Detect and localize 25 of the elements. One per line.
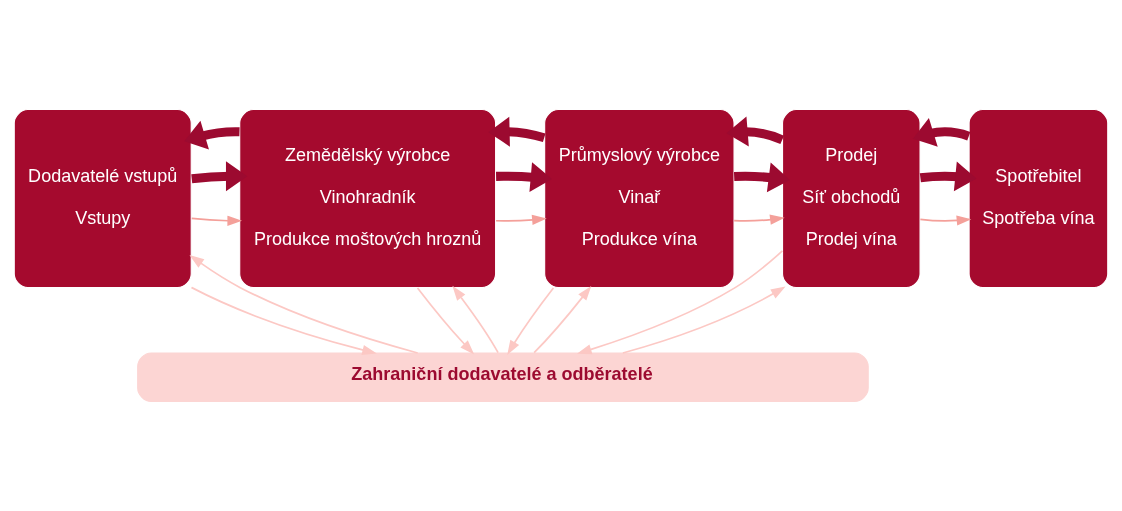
arrow [507, 287, 555, 355]
arrow [919, 161, 977, 192]
arrow [622, 286, 786, 354]
arrow [191, 161, 248, 192]
arrow [733, 214, 785, 225]
arrow [533, 285, 592, 354]
arrow [452, 285, 499, 354]
node-box: Spotřebitel Spotřeba vína [968, 108, 1109, 289]
arrow [496, 162, 553, 193]
arrow [416, 287, 475, 355]
arrow [919, 215, 972, 226]
node-box: Průmyslový výrobce Vinař Produkce vína [544, 108, 735, 289]
node-box: Prodej Síť obchodů Prodej vína [781, 108, 921, 289]
arrow [495, 214, 547, 225]
arrow [189, 255, 419, 354]
node-box: Dodavatelé vstupů Vstupy [13, 108, 192, 289]
arrow [184, 120, 240, 150]
node-box: Zemědělský výrobce Vinohradník Produkce moštových hroznů [239, 108, 497, 289]
arrow [576, 250, 784, 355]
arrow [190, 215, 243, 226]
arrow [734, 162, 790, 193]
arrow [488, 116, 546, 147]
node-box: Zahraniční dodavatelé a odběratelé [137, 352, 869, 403]
arrow [190, 286, 377, 355]
arrow [912, 118, 971, 147]
